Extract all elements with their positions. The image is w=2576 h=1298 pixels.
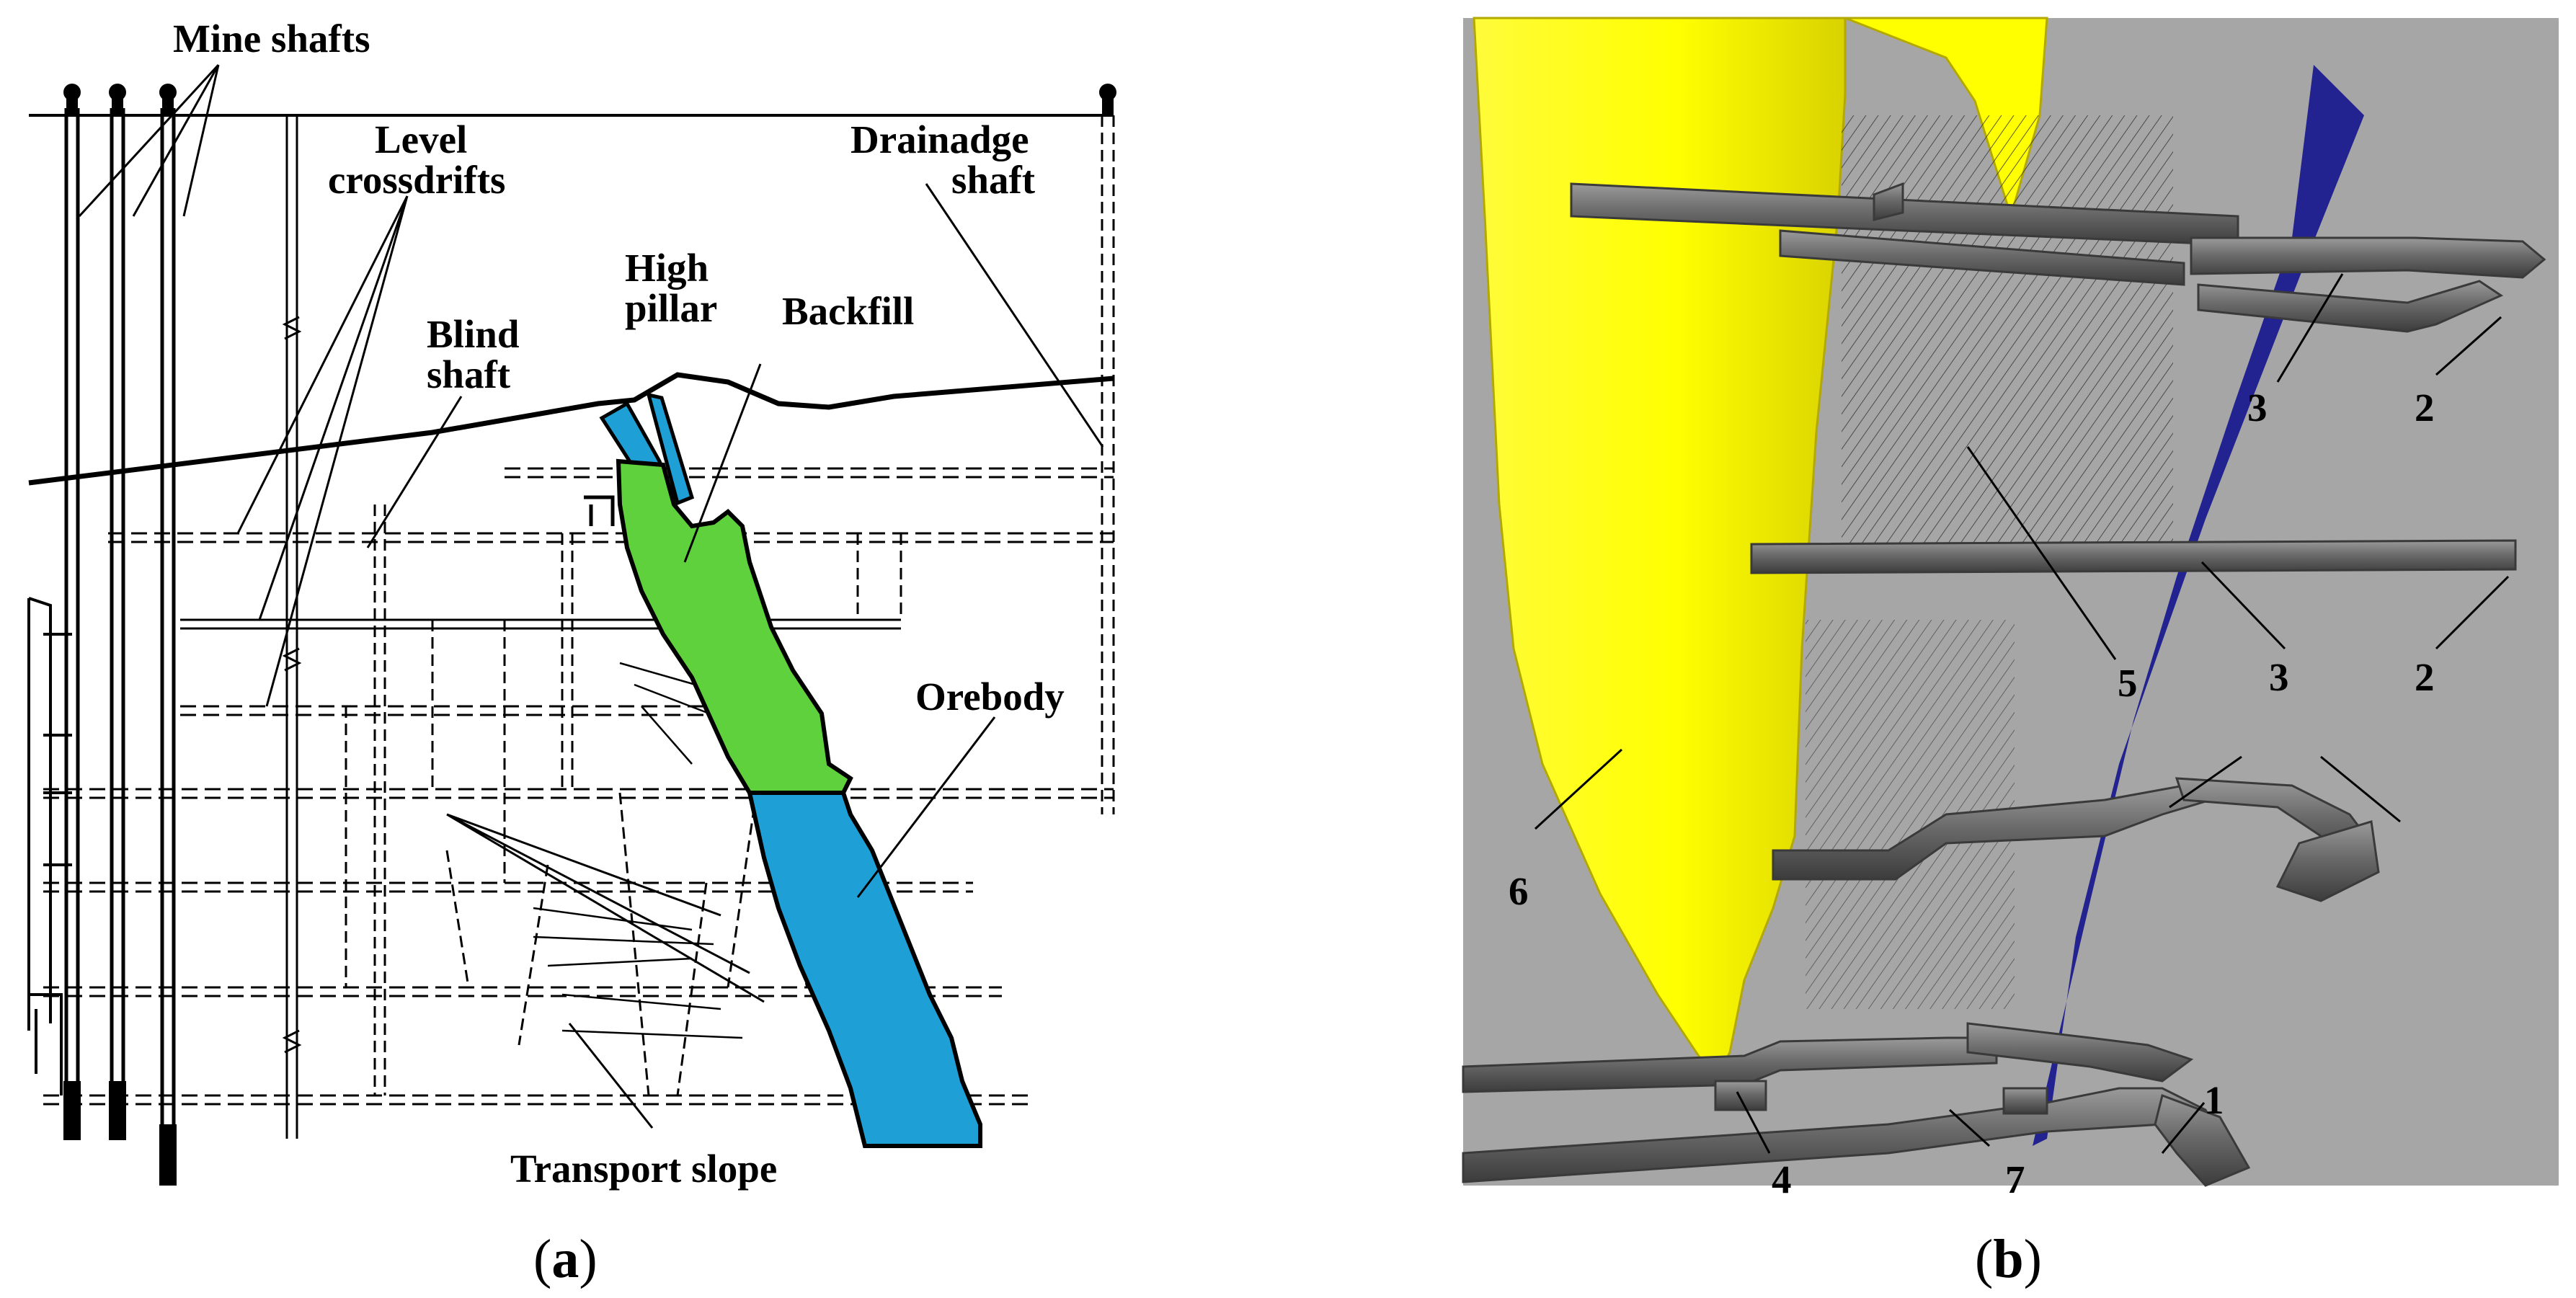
label-transport-slope: Transport slope — [510, 1147, 777, 1191]
label-drainage-shaft-2: shaft — [951, 158, 1036, 202]
label-n2-top: 2 — [2415, 386, 2435, 430]
label-n3-mid: 3 — [2269, 655, 2289, 699]
caption-a-letter: a — [551, 1229, 579, 1289]
caption-b-close: ) — [2024, 1229, 2042, 1289]
panel-b-labels: 1 2 2 3 3 4 5 6 7 — [1509, 386, 2435, 1201]
caption-b-letter: b — [1993, 1229, 2023, 1289]
label-n6: 6 — [1509, 869, 1529, 913]
label-high-pillar-1: High — [625, 246, 709, 290]
panel-a — [27, 63, 1116, 1186]
blue-plane — [2033, 65, 2364, 1146]
label-level-crossdrifts-1: Level — [375, 117, 467, 161]
label-n4: 4 — [1772, 1157, 1792, 1201]
label-drainage-shaft-1: Drainadge — [850, 117, 1029, 161]
fan-holes-upper — [1842, 115, 2173, 562]
label-n2-mid: 2 — [2415, 655, 2435, 699]
backfill-shape — [616, 458, 853, 795]
label-n3-top: 3 — [2247, 386, 2268, 430]
caption-b-open: ( — [1975, 1229, 1993, 1289]
label-n7: 7 — [2005, 1157, 2025, 1201]
panel-a-labels: Mine shafts Level crossdrifts Drainadge … — [173, 17, 1065, 1191]
caption-a: (a) — [533, 1229, 598, 1289]
label-n1: 1 — [2204, 1078, 2224, 1122]
panel-b — [1462, 17, 2559, 1187]
orebody-shape — [747, 791, 982, 1148]
label-level-crossdrifts-2: crossdrifts — [328, 158, 505, 202]
caption-a-open: ( — [533, 1229, 551, 1289]
label-blind-shaft-2: shaft — [427, 352, 511, 396]
tunnels — [1462, 182, 2546, 1187]
label-orebody: Orebody — [915, 675, 1065, 719]
caption-b: (b) — [1975, 1229, 2042, 1289]
label-n5: 5 — [2118, 661, 2138, 705]
mine-shafts-group — [64, 108, 176, 1186]
label-mine-shafts: Mine shafts — [173, 17, 370, 61]
label-blind-shaft-1: Blind — [427, 312, 519, 356]
caption-a-close: ) — [579, 1229, 597, 1289]
label-backfill: Backfill — [782, 289, 914, 333]
label-high-pillar-2: pillar — [625, 286, 717, 330]
